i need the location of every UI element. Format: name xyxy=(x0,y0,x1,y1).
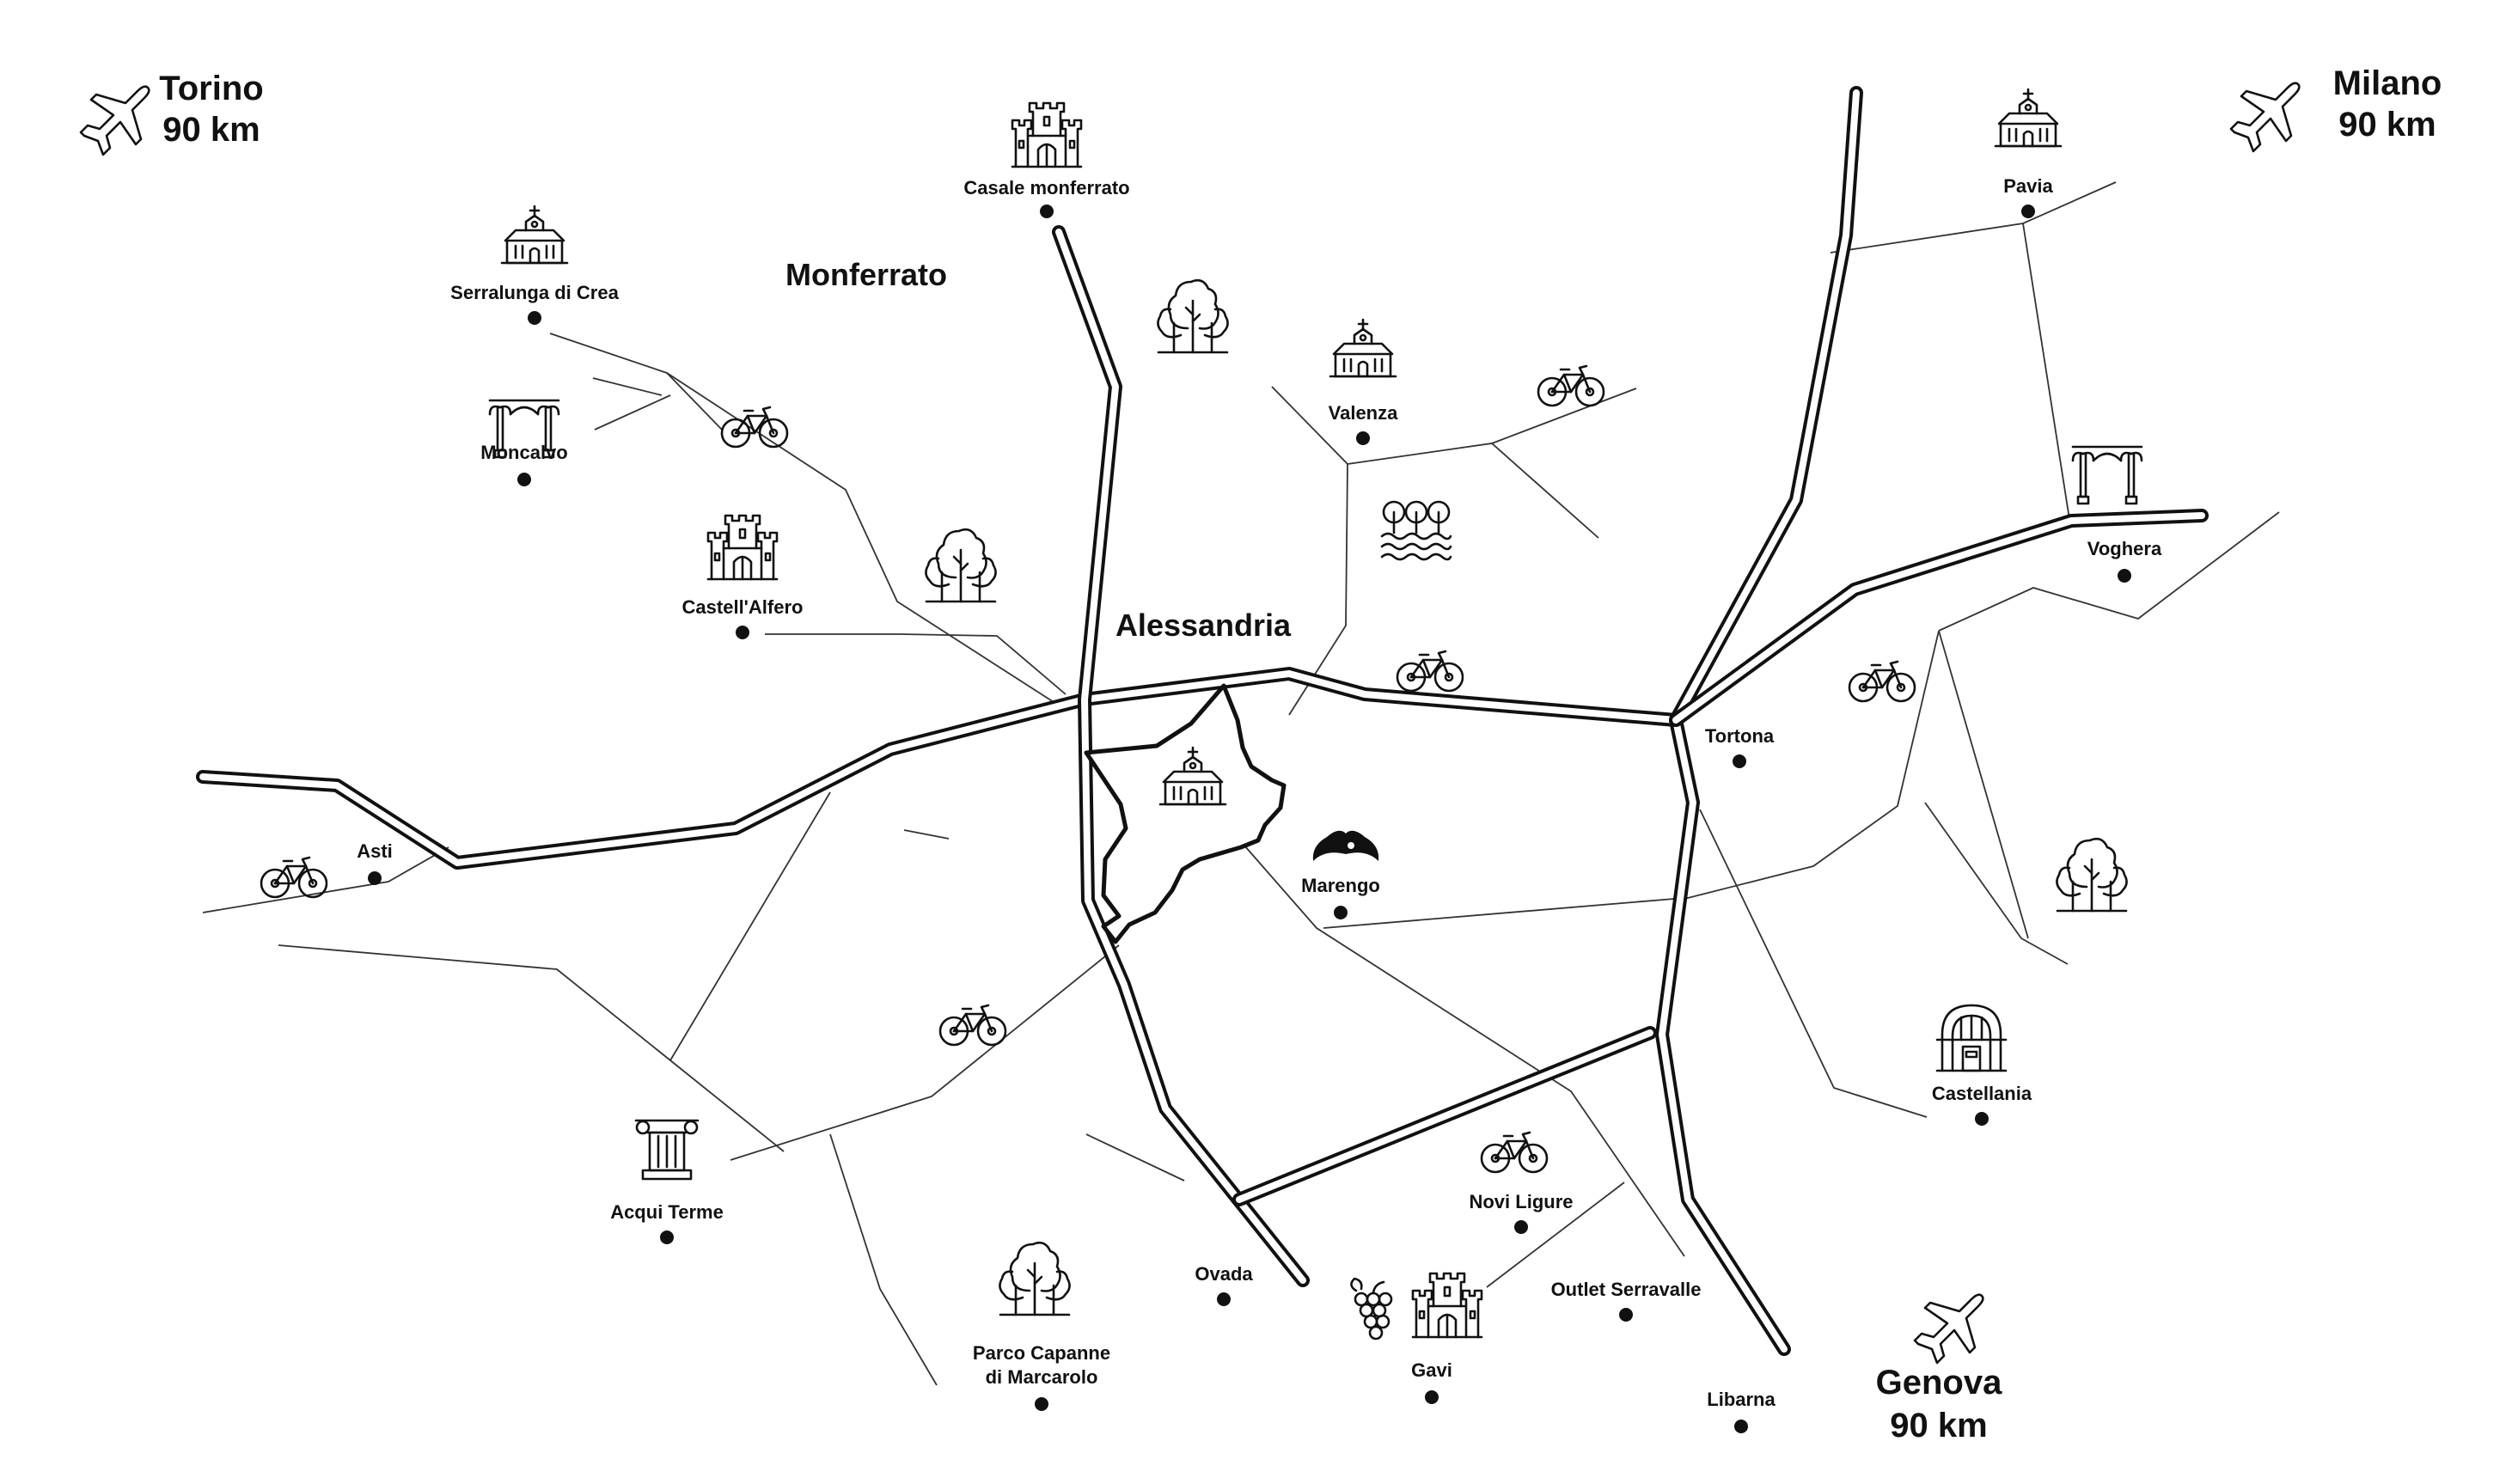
outlet-dot xyxy=(1619,1308,1633,1322)
bicycle-icon xyxy=(720,406,789,449)
label-marengo: Marengo xyxy=(1301,875,1380,896)
marengo-dot xyxy=(1334,906,1348,919)
label-libarna: Libarna xyxy=(1707,1389,1776,1410)
airport-genova-city: Genova xyxy=(1876,1364,2002,1402)
gavi-dot xyxy=(1425,1390,1439,1404)
grapes-icon xyxy=(1350,1277,1393,1340)
main-roads xyxy=(196,86,2209,1356)
label-parco-line1: Parco Capanne xyxy=(973,1342,1110,1364)
trees-icon xyxy=(2056,837,2128,913)
trees-icon xyxy=(925,528,997,603)
label-asti: Asti xyxy=(357,840,393,862)
label-voghera: Voghera xyxy=(2087,538,2162,559)
label-gavi: Gavi xyxy=(1411,1359,1452,1381)
label-moncalvo: Moncalvo xyxy=(480,442,567,463)
moncalvo-dot xyxy=(517,473,531,486)
castle-icon xyxy=(1411,1272,1483,1339)
airplane-icon xyxy=(1913,1293,1984,1365)
church-icon xyxy=(500,205,569,265)
acqui-dot xyxy=(660,1231,674,1244)
label-serralunga: Serralunga di Crea xyxy=(450,282,619,303)
label-novi: Novi Ligure xyxy=(1469,1191,1573,1212)
airplane-icon xyxy=(2229,82,2301,153)
fountain-gate-icon xyxy=(1935,1004,2008,1072)
bicycle-icon xyxy=(1848,660,1916,703)
airport-genova-distance: 90 km xyxy=(1890,1407,1987,1444)
airport-torino-city: Torino xyxy=(159,70,263,107)
bicycle-icon xyxy=(1396,650,1464,693)
airport-milano-city: Milano xyxy=(2333,64,2442,102)
castle-icon xyxy=(706,514,779,581)
minor-roads xyxy=(202,181,2280,1386)
trees-icon xyxy=(1157,278,1229,354)
label-casale: Casale monferrato xyxy=(963,177,1129,198)
bicycle-icon xyxy=(1537,364,1605,407)
voghera-dot xyxy=(2118,569,2131,583)
label-valenza: Valenza xyxy=(1329,402,1398,424)
bicycle-icon xyxy=(1480,1131,1549,1174)
airport-torino-distance: 90 km xyxy=(162,111,260,149)
castle-icon xyxy=(1011,101,1083,168)
novi-dot xyxy=(1514,1220,1528,1234)
casale-dot xyxy=(1040,205,1054,218)
region-monferrato: Monferrato xyxy=(785,257,947,292)
parco-dot xyxy=(1035,1397,1048,1411)
region-alessandria: Alessandria xyxy=(1115,608,1292,643)
bicycle-icon xyxy=(938,1004,1007,1047)
pavia-dot xyxy=(2021,205,2035,218)
place-dots xyxy=(368,205,2131,1433)
castellalfero-dot xyxy=(736,626,749,639)
valenza-dot xyxy=(1356,431,1370,445)
label-pavia: Pavia xyxy=(2003,175,2053,197)
label-castellania: Castellania xyxy=(1932,1083,2032,1104)
label-castellalfero: Castell'Alfero xyxy=(682,596,804,618)
column-icon xyxy=(634,1119,700,1181)
arches-icon xyxy=(2071,445,2143,505)
tortona-dot xyxy=(1733,754,1746,768)
airport-milano-distance: 90 km xyxy=(2338,106,2436,144)
asti-dot xyxy=(368,871,382,885)
trees-icon xyxy=(999,1241,1071,1316)
libarna-dot xyxy=(1734,1420,1748,1433)
label-outlet: Outlet Serravalle xyxy=(1551,1279,1702,1300)
bicycle-icon xyxy=(260,856,328,899)
label-ovada: Ovada xyxy=(1195,1263,1253,1285)
napoleon-hat-icon xyxy=(1311,829,1380,862)
airplane-icon xyxy=(79,85,150,156)
church-icon xyxy=(1329,318,1397,378)
place-labels: Casale monferrato Serralunga di Crea Mon… xyxy=(357,175,2162,1410)
serralunga-dot xyxy=(528,311,541,325)
label-parco-line2: di Marcarolo xyxy=(986,1366,1098,1388)
label-acqui: Acqui Terme xyxy=(610,1201,724,1223)
alessandria-boundary xyxy=(1084,683,1287,944)
castellania-dot xyxy=(1975,1112,1989,1126)
wetland-trees-icon xyxy=(1380,500,1452,561)
ovada-dot xyxy=(1217,1292,1231,1306)
label-tortona: Tortona xyxy=(1705,725,1775,747)
church-icon xyxy=(1994,88,2063,148)
